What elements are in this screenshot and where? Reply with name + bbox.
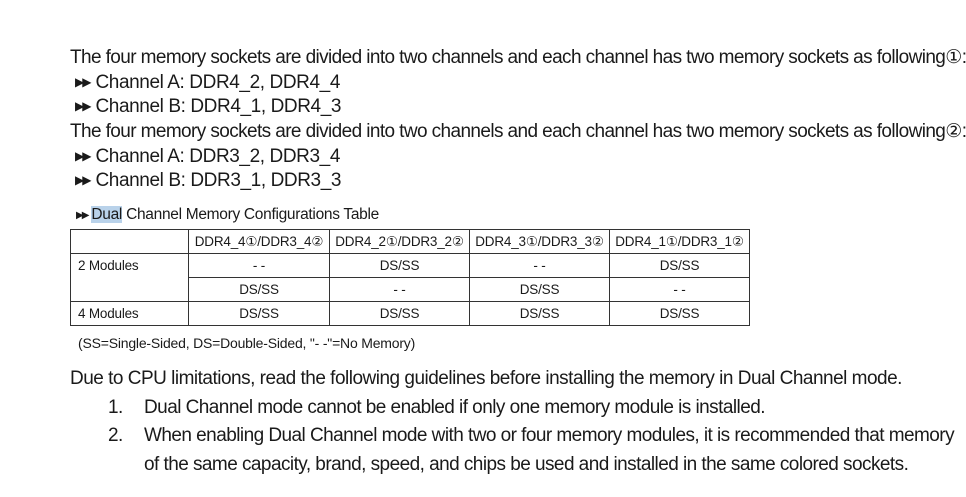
guideline-text: When enabling Dual Channel mode with two… bbox=[144, 425, 955, 446]
guidelines-intro: Due to CPU limitations, read the followi… bbox=[70, 368, 902, 389]
guideline-item-1: 1. Dual Channel mode cannot be enabled if… bbox=[108, 396, 766, 420]
table-title-text: Channel Memory Configurations Table bbox=[122, 206, 379, 223]
table-cell: DS/SS bbox=[469, 301, 610, 326]
table-header-cell: DDR4_1①/DDR3_1② bbox=[609, 229, 750, 254]
row-label-2-modules: 2 Modules bbox=[70, 253, 189, 302]
table-header-cell: DDR4_2①/DDR3_2② bbox=[329, 229, 470, 254]
table-cell: DS/SS bbox=[188, 277, 330, 302]
double-arrow-icon: ▶▶ bbox=[75, 149, 92, 163]
intro-paragraph-ddr4: The four memory sockets are divided into… bbox=[70, 47, 966, 68]
guideline-item-2-continued: of the same capacity, brand, speed, and … bbox=[144, 454, 909, 475]
table-row: DS/SS - - DS/SS - - bbox=[71, 277, 750, 302]
table-title-highlighted-word: Dual bbox=[91, 206, 123, 223]
table-title: ▶▶Dual Channel Memory Configurations Tab… bbox=[76, 206, 379, 224]
table-header-cell: DDR4_4①/DDR3_4② bbox=[188, 229, 330, 254]
intro-paragraph-ddr3: The four memory sockets are divided into… bbox=[70, 121, 966, 142]
guideline-item-2: 2. When enabling Dual Channel mode with t… bbox=[108, 424, 955, 448]
table-cell: DS/SS bbox=[469, 277, 610, 302]
channel-a-ddr3-bullet: ▶▶Channel A: DDR3_2, DDR3_4 bbox=[75, 145, 340, 170]
guideline-text: Dual Channel mode cannot be enabled if o… bbox=[144, 397, 766, 418]
channel-b-ddr4-text: Channel B: DDR4_1, DDR4_3 bbox=[95, 96, 342, 117]
table-cell: DS/SS bbox=[609, 253, 750, 278]
table-header-cell: DDR4_3①/DDR3_3② bbox=[469, 229, 610, 254]
table-cell: - - bbox=[329, 277, 470, 302]
channel-b-ddr3-text: Channel B: DDR3_1, DDR3_3 bbox=[95, 170, 342, 191]
table-row: 2 Modules - - DS/SS - - DS/SS bbox=[70, 253, 750, 302]
table-cell: DS/SS bbox=[329, 301, 470, 326]
channel-a-ddr3-text: Channel A: DDR3_2, DDR3_4 bbox=[95, 146, 340, 167]
double-arrow-icon: ▶▶ bbox=[75, 173, 92, 187]
row-label-4-modules: 4 Modules bbox=[70, 301, 189, 326]
dual-channel-config-table: DDR4_4①/DDR3_4② DDR4_2①/DDR3_2② DDR4_3①/… bbox=[70, 229, 750, 326]
channel-b-ddr4-bullet: ▶▶Channel B: DDR4_1, DDR4_3 bbox=[75, 95, 341, 120]
table-cell: - - bbox=[609, 277, 750, 302]
table-cell: DS/SS bbox=[329, 253, 470, 278]
table-cell: DS/SS bbox=[609, 301, 750, 326]
table-row: 4 Modules DS/SS DS/SS DS/SS DS/SS bbox=[70, 301, 750, 326]
double-arrow-icon: ▶▶ bbox=[75, 99, 92, 113]
channel-a-ddr4-bullet: ▶▶Channel A: DDR4_2, DDR4_4 bbox=[75, 71, 340, 96]
double-arrow-icon: ▶▶ bbox=[76, 210, 89, 221]
table-header-cell bbox=[70, 229, 189, 254]
channel-a-ddr4-text: Channel A: DDR4_2, DDR4_4 bbox=[95, 72, 340, 93]
table-header-row: DDR4_4①/DDR3_4② DDR4_2①/DDR3_2② DDR4_3①/… bbox=[70, 229, 750, 254]
list-number: 2. bbox=[108, 425, 123, 446]
table-cell: - - bbox=[469, 253, 610, 278]
list-number: 1. bbox=[108, 397, 123, 418]
double-arrow-icon: ▶▶ bbox=[75, 75, 92, 89]
table-cell: DS/SS bbox=[188, 301, 330, 326]
channel-b-ddr3-bullet: ▶▶Channel B: DDR3_1, DDR3_3 bbox=[75, 169, 341, 194]
table-cell: - - bbox=[188, 253, 330, 278]
table-legend-note: (SS=Single-Sided, DS=Double-Sided, "- -"… bbox=[78, 335, 416, 351]
